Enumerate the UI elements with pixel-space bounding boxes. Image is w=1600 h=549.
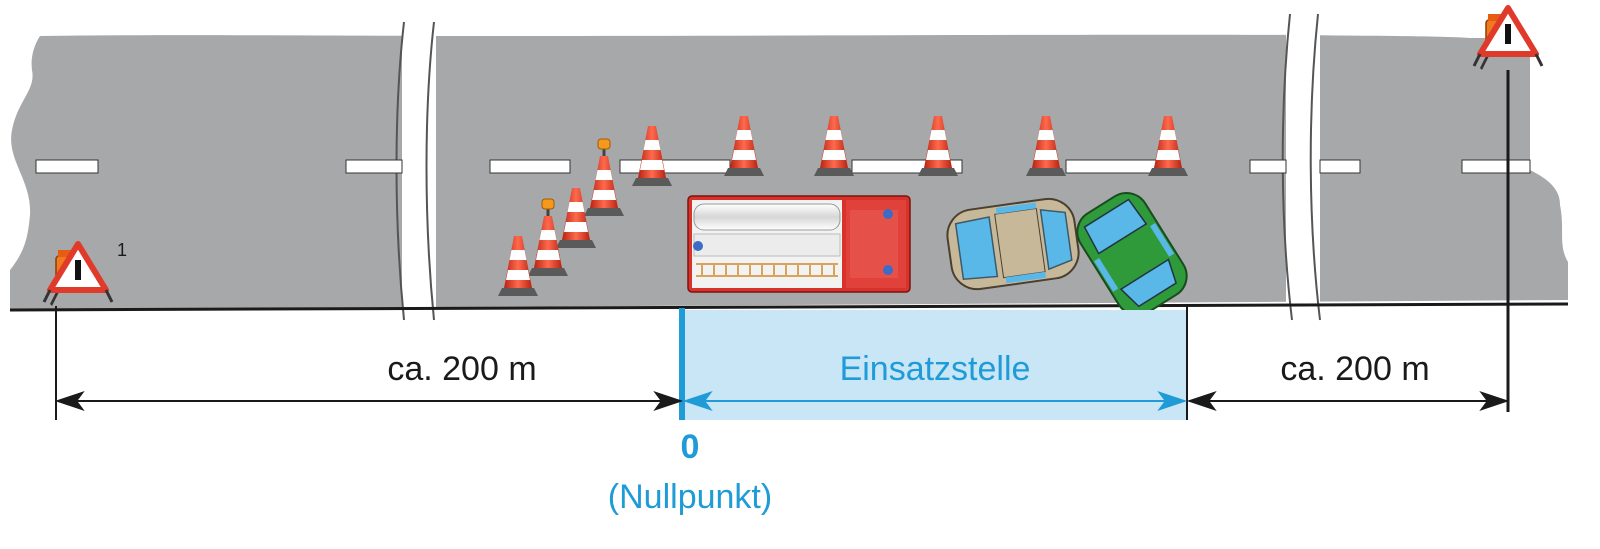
distance-label-left: ca. 200 m bbox=[387, 350, 537, 388]
car-icon bbox=[946, 197, 1080, 291]
road-edge bbox=[9, 302, 1569, 312]
dimension-arrow-left bbox=[54, 391, 684, 411]
marker-number-label: 1 bbox=[117, 240, 128, 260]
fire-truck-icon bbox=[687, 195, 911, 293]
road bbox=[10, 34, 1568, 310]
distance-label-right: ca. 200 m bbox=[1280, 350, 1430, 388]
zero-point-value: 0 bbox=[680, 428, 700, 466]
car-icon bbox=[1076, 191, 1188, 317]
einsatzstelle-label: Einsatzstelle bbox=[839, 350, 1031, 388]
lane-markings bbox=[35, 159, 1531, 174]
zero-point-caption: (Nullpunkt) bbox=[607, 478, 773, 516]
dimension-arrow-right bbox=[1186, 391, 1510, 411]
road-break-right bbox=[1281, 10, 1321, 325]
dimension-arrow-zone bbox=[682, 391, 1188, 411]
